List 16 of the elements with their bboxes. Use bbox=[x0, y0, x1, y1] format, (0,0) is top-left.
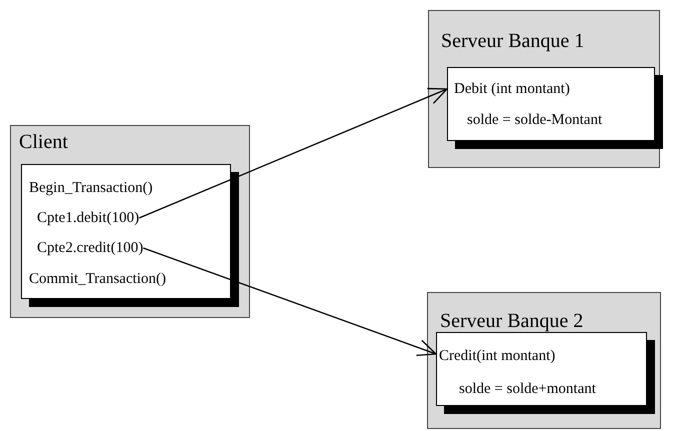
code-line: Begin_Transaction() bbox=[29, 179, 153, 197]
server-panel bbox=[427, 292, 661, 429]
code-line: Credit(int montant) bbox=[439, 347, 556, 365]
panel-title: Serveur Banque 1 bbox=[441, 30, 584, 52]
code-line: Commit_Transaction() bbox=[29, 270, 166, 288]
arrow bbox=[143, 247, 437, 356]
arrow bbox=[138, 88, 448, 219]
code-line: solde = solde-Montant bbox=[467, 111, 602, 129]
code-line: Cpte2.credit(100) bbox=[37, 239, 144, 257]
code-line: solde = solde+montant bbox=[459, 380, 596, 398]
code-line: Debit (int montant) bbox=[454, 80, 570, 98]
code-line: Cpte1.debit(100) bbox=[37, 209, 140, 227]
server-panel bbox=[428, 10, 660, 168]
panel-title: Serveur Banque 2 bbox=[440, 310, 584, 332]
server-panel bbox=[10, 125, 250, 318]
panel-title: Client bbox=[19, 131, 68, 153]
